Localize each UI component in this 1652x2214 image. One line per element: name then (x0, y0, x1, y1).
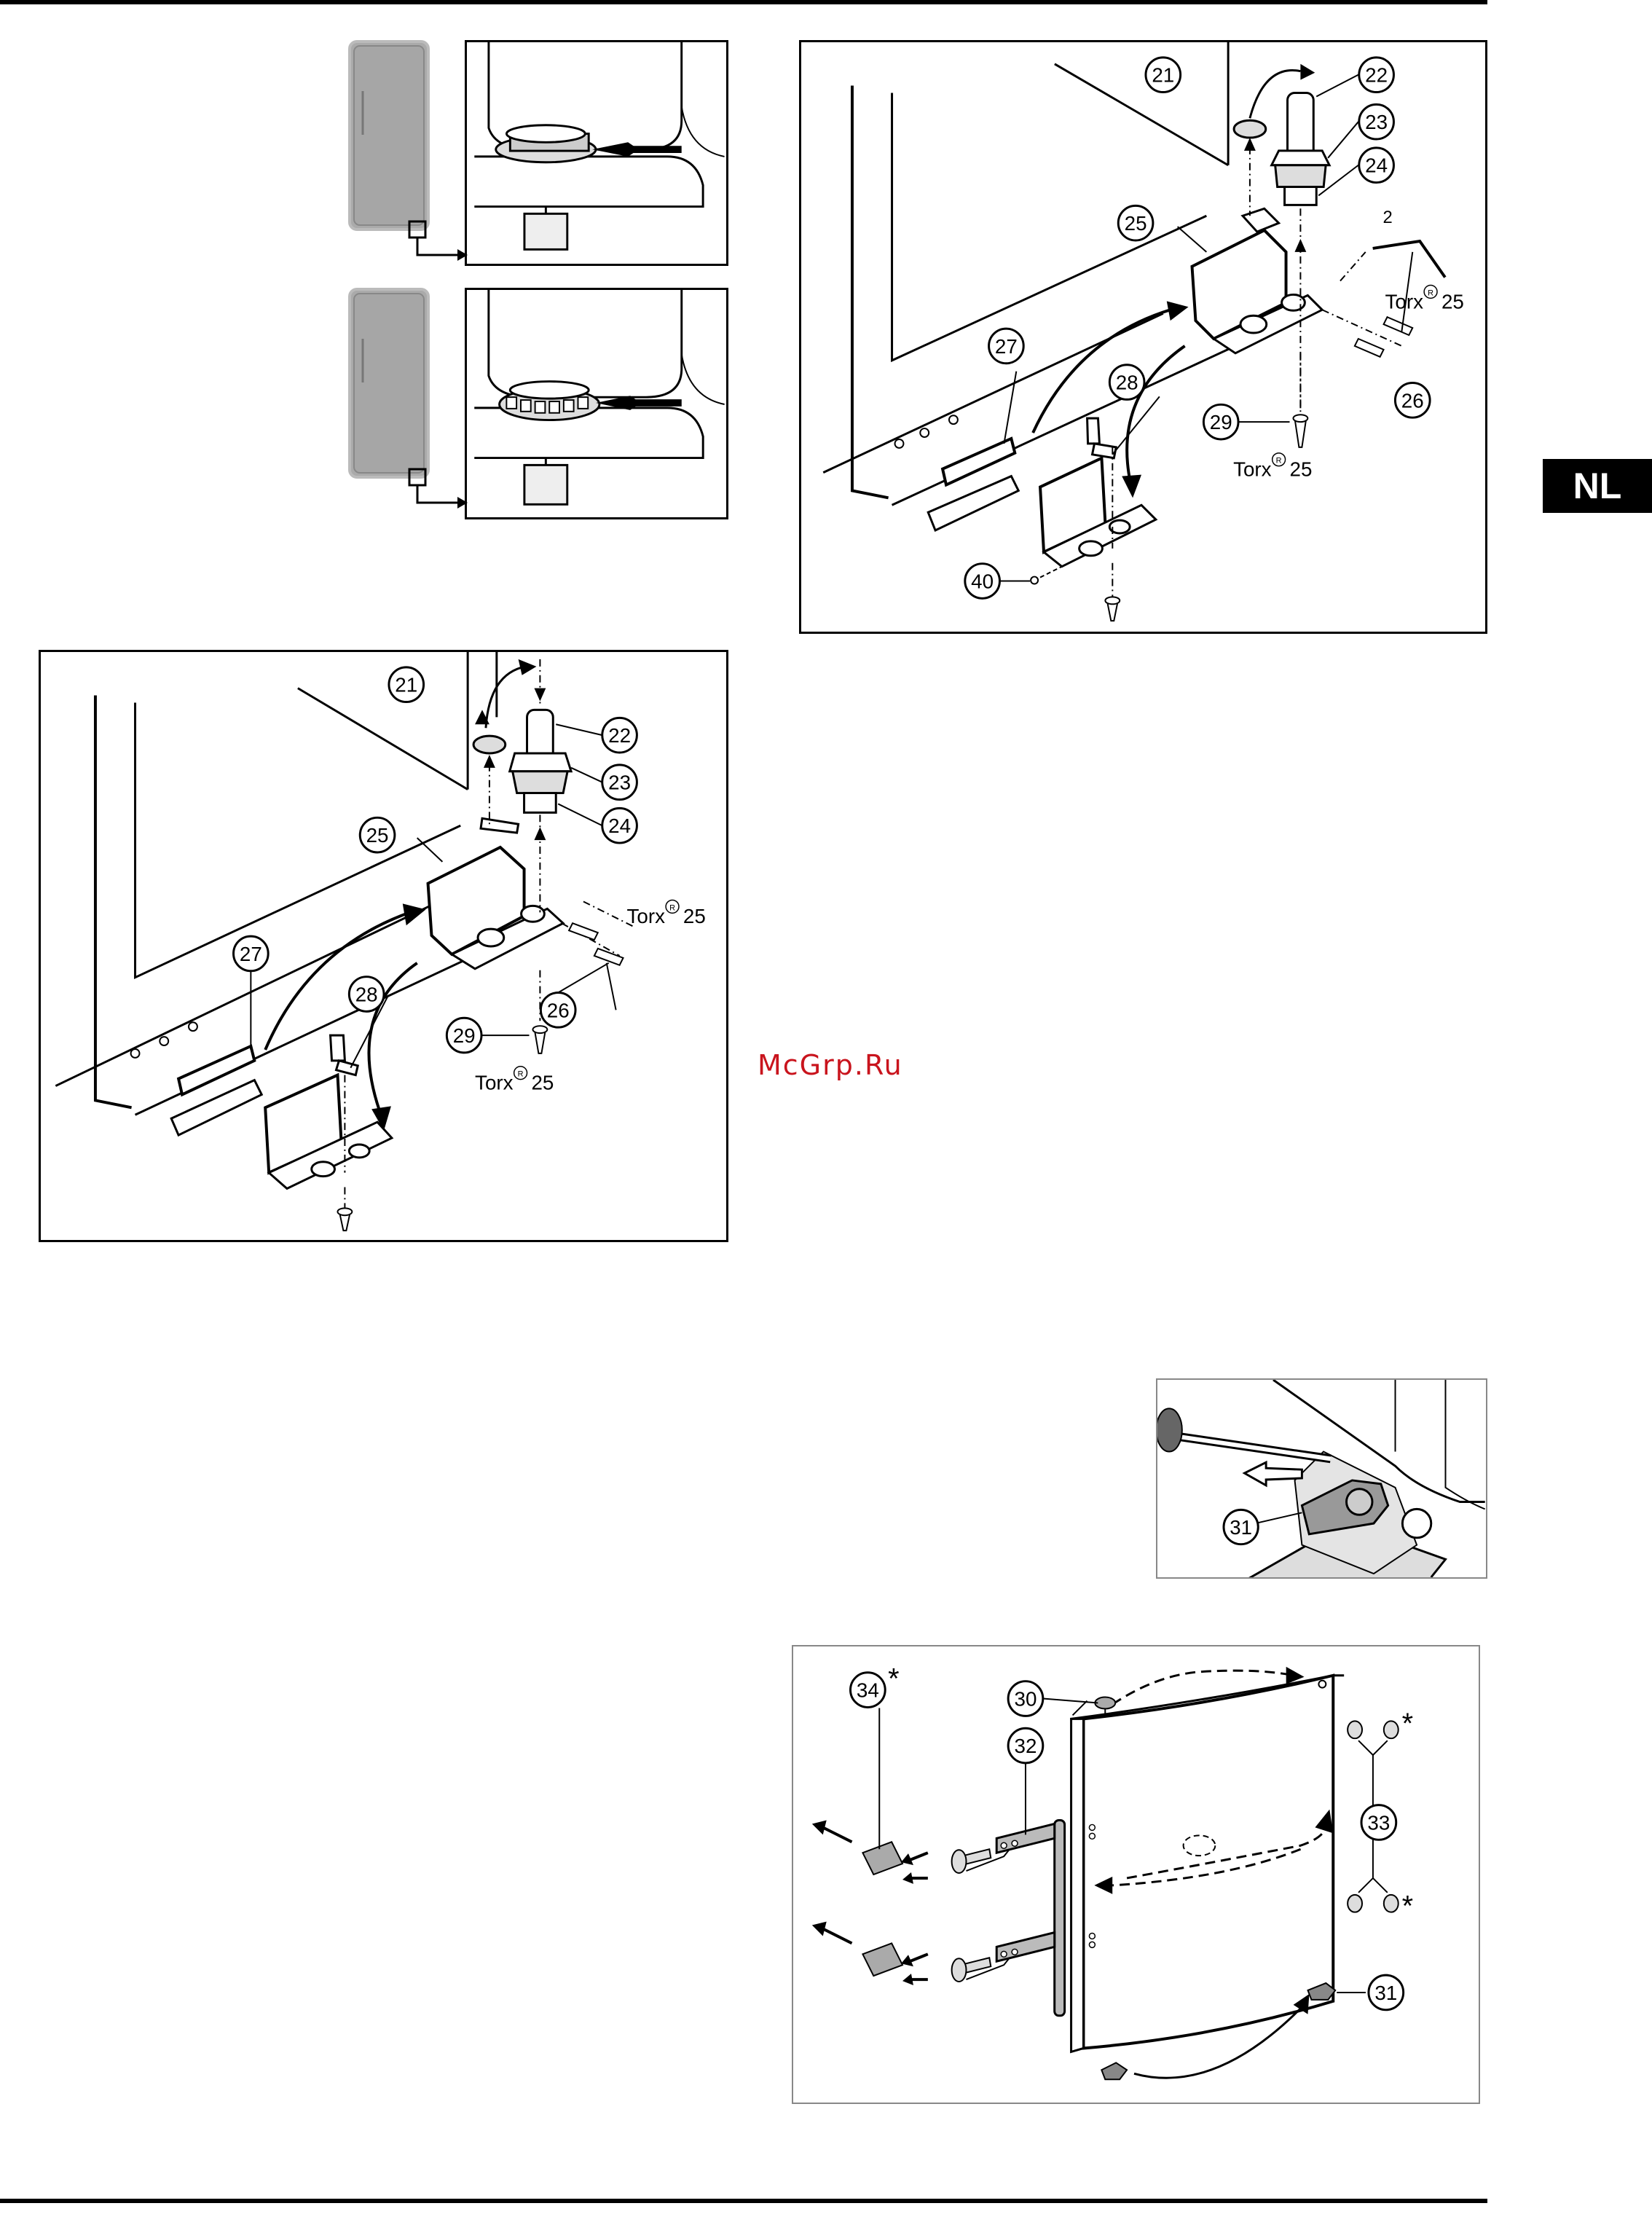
foot-detail-box-upper (465, 40, 728, 266)
callout-28: 28 (349, 977, 384, 1012)
callouts-middle-left: 21 22 23 24 25 26 27 28 29 (234, 667, 637, 1053)
svg-text:30: 30 (1014, 1687, 1037, 1710)
zoom-connector-upper (406, 219, 472, 270)
asterisk-34: * (888, 1663, 899, 1695)
asterisk-33-lower: * (1402, 1891, 1413, 1923)
callout-30: 30 (1008, 1681, 1043, 1716)
callout-32: 32 (1008, 1728, 1043, 1763)
top-rule (0, 0, 1487, 4)
torx-number-upper: 25 (683, 905, 706, 927)
svg-text:31: 31 (1230, 1516, 1252, 1539)
svg-text:25: 25 (366, 824, 389, 847)
callout-22: 22 (1359, 58, 1394, 93)
callout-29: 29 (447, 1018, 481, 1053)
hinge-figure-top-right: 21 22 23 24 25 26 27 28 29 40 2 Torx R 2… (799, 40, 1487, 634)
language-tab-label: NL (1573, 465, 1622, 507)
svg-text:21: 21 (395, 674, 417, 696)
callout-33: 33 (1361, 1805, 1396, 1840)
fridge-thumbnail-upper (348, 40, 430, 231)
svg-text:40: 40 (971, 570, 994, 592)
svg-text:22: 22 (608, 724, 631, 747)
svg-text:27: 27 (995, 335, 1018, 358)
callout-31: 31 (1369, 1975, 1404, 2010)
callout-24: 24 (1359, 148, 1394, 183)
svg-text:26: 26 (1401, 389, 1424, 412)
foot-detail-box-lower (465, 288, 728, 519)
callout-27: 27 (234, 936, 269, 971)
hinge-figure-top-right-svg: 21 22 23 24 25 26 27 28 29 40 2 Torx R 2… (801, 42, 1485, 632)
callout-26: 26 (1395, 383, 1430, 418)
torx-number-upper: 25 (1441, 290, 1464, 313)
reg-mark-upper: R (1428, 288, 1433, 297)
hinge-figure-middle-left-svg: 21 22 23 24 25 26 27 28 29 Torx R 25 Tor… (41, 652, 726, 1240)
torx-label-upper: Torx (1385, 290, 1424, 313)
svg-text:29: 29 (1210, 411, 1232, 433)
hinge-figure-middle-left: 21 22 23 24 25 26 27 28 29 Torx R 25 Tor… (39, 650, 728, 1242)
callout-26: 26 (540, 993, 575, 1028)
zoom-connector-lower (406, 466, 472, 517)
callout-23: 23 (1359, 104, 1394, 139)
callouts-top-right: 21 22 23 24 25 26 27 28 29 40 (965, 58, 1430, 598)
torx-number-lower: 25 (531, 1072, 554, 1094)
fridge-thumbnail-lower (348, 288, 430, 479)
svg-text:23: 23 (608, 772, 631, 794)
torx-label-upper: Torx (627, 905, 666, 927)
callout-24: 24 (602, 808, 637, 843)
asterisk-33-upper: * (1402, 1708, 1413, 1740)
foot-detail-svg-upper (467, 42, 726, 264)
svg-text:28: 28 (355, 983, 378, 1005)
watermark: McGrp.Ru (758, 1049, 903, 1081)
callout-31: 31 (1224, 1510, 1258, 1544)
language-tab: NL (1543, 459, 1652, 513)
torx-label-lower: Torx (475, 1072, 514, 1094)
door-diagram-figure: 34 30 32 33 31 * * * (792, 1645, 1480, 2104)
foot-detail-svg-lower (467, 290, 726, 517)
svg-text:27: 27 (240, 943, 262, 965)
svg-text:24: 24 (1365, 154, 1388, 177)
callout-22: 22 (602, 718, 637, 753)
callout-40: 40 (965, 564, 1000, 599)
bottom-rule (0, 2199, 1487, 2203)
fridge-thumb-svg-lower (348, 288, 430, 479)
svg-text:26: 26 (547, 999, 570, 1021)
reg-mark-lower: R (518, 1070, 524, 1079)
clip-detail-figure: 31 (1156, 1378, 1487, 1579)
torx-number-lower: 25 (1290, 458, 1313, 481)
callout-25: 25 (360, 817, 395, 852)
torx-label-lower: Torx (1233, 458, 1272, 481)
door-diagram-svg: 34 30 32 33 31 * * * (793, 1646, 1479, 2103)
callout-34: 34 (851, 1673, 886, 1708)
svg-text:25: 25 (1125, 212, 1147, 235)
svg-text:29: 29 (453, 1024, 476, 1047)
callout-28: 28 (1109, 365, 1144, 400)
callout-23: 23 (602, 765, 637, 800)
svg-text:28: 28 (1116, 371, 1138, 393)
hex-key-size: 2 (1383, 208, 1393, 227)
fridge-thumb-svg-upper (348, 40, 430, 231)
svg-text:32: 32 (1014, 1735, 1037, 1757)
svg-text:22: 22 (1365, 64, 1388, 87)
callout-21: 21 (389, 667, 424, 702)
callout-25: 25 (1118, 205, 1153, 240)
svg-text:31: 31 (1374, 1982, 1397, 2004)
reg-mark-lower: R (1276, 457, 1282, 466)
svg-text:24: 24 (608, 814, 631, 837)
svg-text:34: 34 (857, 1679, 879, 1702)
svg-text:21: 21 (1152, 64, 1174, 87)
callout-29: 29 (1203, 404, 1238, 439)
callout-27: 27 (989, 329, 1024, 364)
callout-21: 21 (1146, 58, 1181, 93)
svg-text:33: 33 (1367, 1811, 1390, 1834)
clip-detail-svg: 31 (1157, 1380, 1486, 1577)
reg-mark-upper: R (669, 903, 675, 912)
svg-text:23: 23 (1365, 111, 1388, 133)
